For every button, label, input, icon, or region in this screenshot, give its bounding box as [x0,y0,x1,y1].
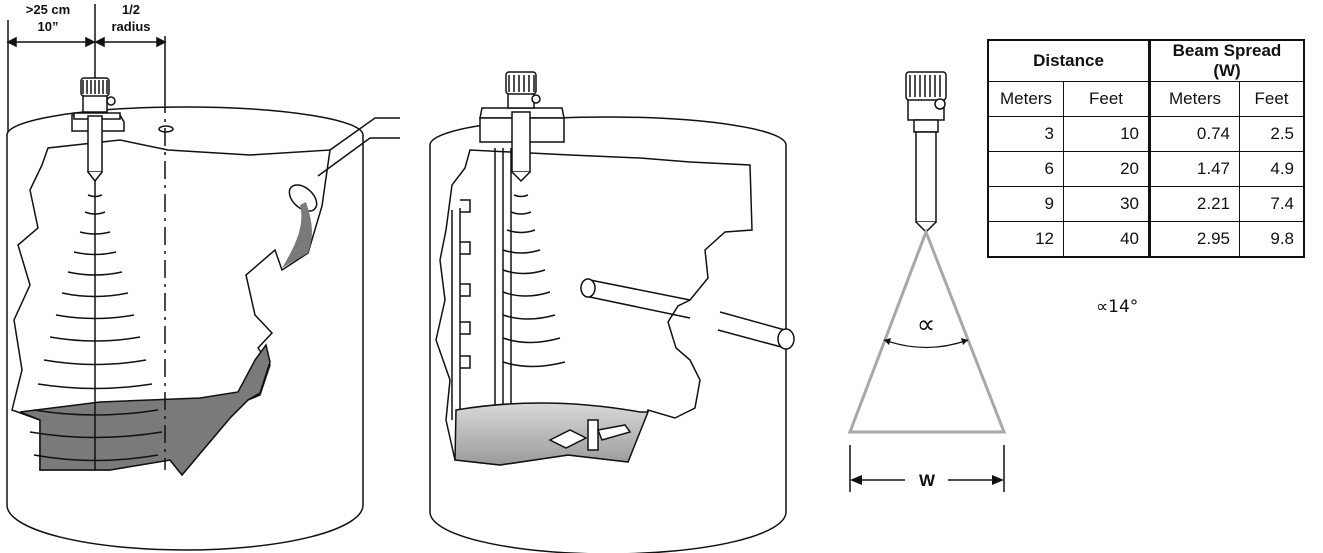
dim-label-left-bottom: 10” [38,19,59,34]
beam-width-label: W [919,471,936,490]
beam-cone [847,227,1007,434]
table-row: 6 20 1.47 4.9 [987,151,1305,187]
table-cell: 40 [1063,221,1150,258]
table-cell: 30 [1063,186,1150,222]
table-cell: 9 [987,186,1064,222]
middle-tank-cutaway [435,149,753,466]
table-cell: 6 [987,151,1064,187]
table-cell: 2.5 [1239,116,1305,152]
subheader-feet: Feet [1063,81,1150,117]
table-cell: 20 [1063,151,1150,187]
table-cell: 9.8 [1239,221,1305,258]
dim-label-right-top: 1/2 [122,2,140,17]
header-distance: Distance [987,39,1150,82]
table-row: 12 40 2.95 9.8 [987,221,1305,258]
table-header-row: Distance Beam Spread (W) [987,39,1305,82]
beam-angle-note: ∝14° [1096,297,1139,317]
beam-angle-arc [883,339,969,349]
inflow-stream [282,202,312,268]
table-cell: 0.74 [1148,116,1240,152]
table-cell: 7.4 [1239,186,1305,222]
table-row: 9 30 2.21 7.4 [987,186,1305,222]
ladder [451,199,471,420]
inflow-pipe [317,117,400,177]
beam-cone-diagram: ∝ W [847,71,1007,492]
left-tank [6,4,400,551]
table-cell: 2.95 [1148,221,1240,258]
table-cell: 10 [1063,116,1150,152]
table-cell: 4.9 [1239,151,1305,187]
beam-angle-symbol: ∝ [917,310,936,340]
subheader-meters: Meters [987,81,1064,117]
subheader-feet: Feet [1239,81,1305,117]
subheader-meters: Meters [1148,81,1240,117]
left-tank-liquid [19,343,271,477]
crossing-pipe [584,279,786,349]
header-beam-spread: Beam Spread (W) [1148,39,1305,82]
dim-label-right-bottom: radius [111,19,150,34]
middle-tank [429,71,795,553]
table-cell: 2.21 [1148,186,1240,222]
table-cell: 12 [987,221,1064,258]
table-cell: 3 [987,116,1064,152]
dim-label-left-top: >25 cm [26,2,70,17]
table-row: 3 10 0.74 2.5 [987,116,1305,152]
beam-spread-table: Distance Beam Spread (W) Meters Feet Met… [987,39,1305,258]
dimension-markers [6,4,167,135]
middle-beam-arcs [502,194,566,368]
middle-tank-liquid [454,402,650,466]
table-subheader-row: Meters Feet Meters Feet [987,81,1305,117]
table-cell: 1.47 [1148,151,1240,187]
